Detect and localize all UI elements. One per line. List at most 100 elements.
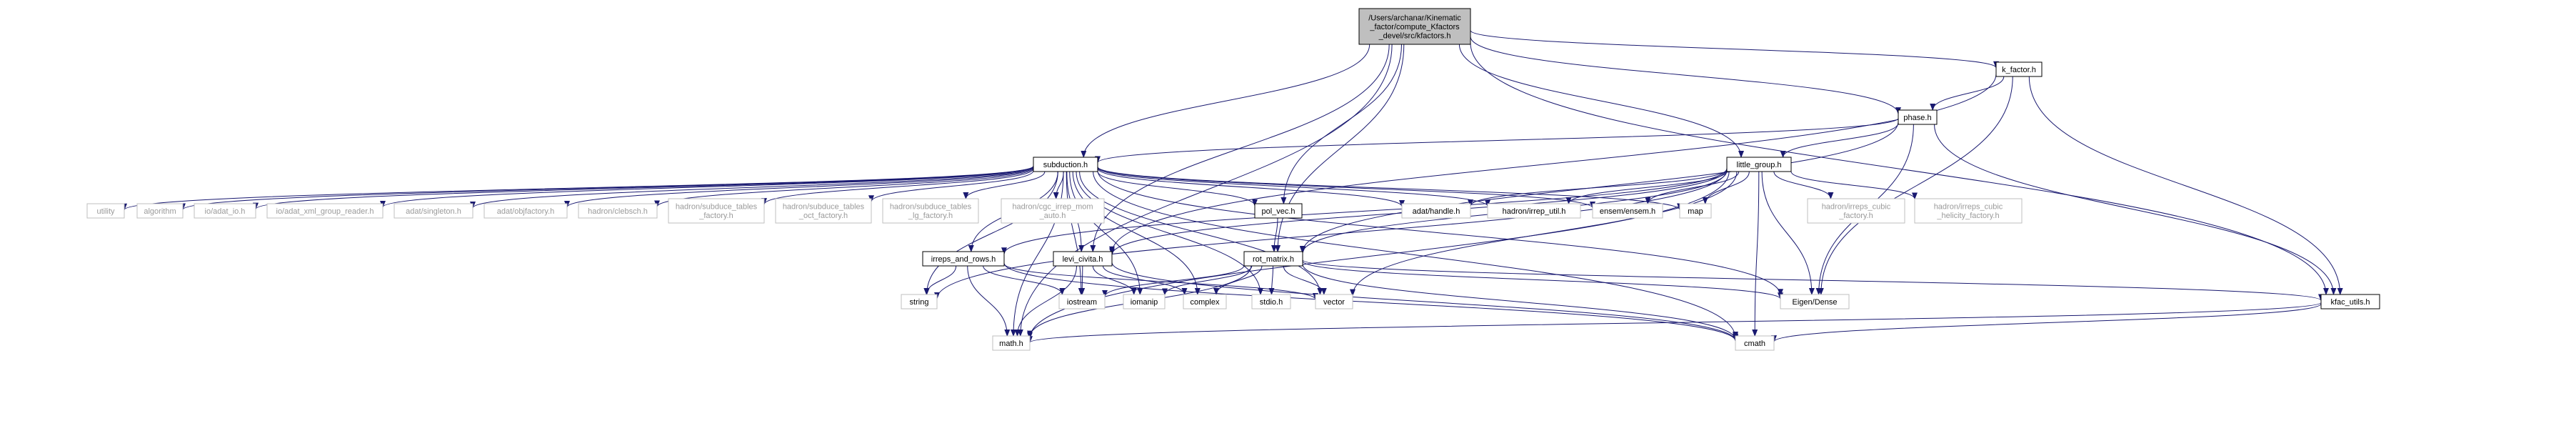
- edge-k_factor-to-eigen: [1818, 76, 2013, 295]
- edge-phase-to-rot_matrix: [1300, 121, 1899, 253]
- edge-levi_civita-to-iomanip: [1092, 265, 1137, 295]
- edge-phase-to-subduction: [1095, 118, 1899, 164]
- node-box-subd_lg: [882, 198, 979, 224]
- node-label-subd_tables_factory: hadron/subduce_tables: [676, 203, 758, 212]
- edge-k_factor-to-levi_civita: [1109, 74, 1997, 254]
- node-box-root: [1358, 8, 1471, 45]
- edge-rot_matrix-to-complex: [1213, 265, 1263, 295]
- node-label-iostream: iostream: [1067, 298, 1097, 307]
- node-adat_handle: adat/handle.h: [1401, 203, 1471, 219]
- node-cmath: cmath: [1735, 335, 1775, 351]
- edge-subduction-to-pol_vec: [1097, 171, 1258, 207]
- node-k_factor[interactable]: k_factor.h: [1995, 61, 2043, 77]
- node-subduction[interactable]: subduction.h: [1033, 157, 1098, 172]
- node-label-clebsch: hadron/clebsch.h: [588, 207, 648, 216]
- edge-irreps_and_rows-to-cmath: [1003, 263, 1738, 342]
- node-label-objfactory: adat/objfactory.h: [497, 207, 555, 216]
- node-box-irreps_helicity: [1914, 198, 2023, 224]
- node-box-adat_io: [194, 203, 256, 219]
- node-rot_matrix[interactable]: rot_matrix.h: [1243, 251, 1303, 267]
- node-subd_lg: hadron/subduce_tables_lg_factory.h: [882, 198, 979, 224]
- node-label-adat_handle: adat/handle.h: [1413, 207, 1460, 216]
- edge-rot_matrix-to-iostream: [1102, 265, 1245, 297]
- edge-little_group-to-adat_handle: [1468, 169, 1728, 207]
- edge-subduction-to-subd_tables_factory: [761, 168, 1034, 206]
- edge-little_group-to-ensem: [1645, 171, 1740, 204]
- edge-phase-to-little_group: [1780, 122, 1899, 158]
- node-box-levi_civita: [1053, 251, 1113, 267]
- edge-levi_civita-to-cmath: [1111, 262, 1738, 342]
- node-box-adat_handle: [1401, 203, 1471, 219]
- edge-little_group-to-eigen: [1761, 171, 1815, 295]
- node-label-math: math.h: [999, 340, 1023, 348]
- node-label-algorithm: algorithm: [144, 207, 176, 216]
- node-label-k_factor: k_factor.h: [2002, 66, 2036, 74]
- edge-rot_matrix-to-eigen: [1302, 260, 1783, 300]
- node-label-irreps_cubic: _factory.h: [1838, 212, 1873, 220]
- edge-subduction-to-adat_xml: [380, 166, 1034, 208]
- node-label-root: _factor/compute_Kfactors: [1369, 23, 1460, 31]
- node-singleton: adat/singleton.h: [394, 203, 473, 219]
- edge-kfac_utils-to-cmath: [1771, 303, 2322, 343]
- node-box-algorithm: [136, 203, 184, 219]
- edge-little_group-to-cmath: [1752, 171, 1760, 337]
- edge-root-to-k_factor: [1470, 30, 1999, 69]
- edges-layer: [121, 30, 2343, 344]
- node-box-string: [901, 294, 938, 309]
- node-irreps_and_rows[interactable]: irreps_and_rows.h: [922, 251, 1005, 267]
- node-box-phase: [1898, 109, 1938, 125]
- node-phase[interactable]: phase.h: [1898, 109, 1938, 125]
- node-box-irreps_and_rows: [922, 251, 1005, 267]
- node-label-irreps_cubic: hadron/irreps_cubic: [1822, 203, 1891, 212]
- node-box-ensem: [1592, 203, 1663, 219]
- edge-subduction-to-adat_io: [253, 166, 1034, 210]
- node-box-singleton: [394, 203, 473, 219]
- edge-little_group-to-irreps_cubic: [1773, 171, 1834, 199]
- node-subd_oct: hadron/subduce_tables_oct_factory.h: [775, 198, 872, 224]
- edge-subduction-to-cmath: [1093, 171, 1738, 339]
- node-pol_vec[interactable]: pol_vec.h: [1254, 203, 1303, 219]
- node-label-string: string: [910, 298, 929, 307]
- node-label-subd_lg: _lg_factory.h: [908, 212, 953, 220]
- edge-subduction-to-string: [923, 171, 1058, 295]
- edge-levi_civita-to-math: [1014, 265, 1077, 337]
- edge-rot_matrix-to-stdio: [1268, 265, 1275, 295]
- node-kfac_utils[interactable]: kfac_utils.h: [2320, 294, 2380, 309]
- node-levi_civita[interactable]: levi_civita.h: [1053, 251, 1113, 267]
- edge-subduction-to-iomanip: [1069, 171, 1143, 295]
- node-little_group[interactable]: little_group.h: [1726, 157, 1792, 172]
- edge-root-to-phase: [1470, 36, 1901, 115]
- edge-little_group-to-irreps_helicity: [1790, 171, 1918, 200]
- node-complex: complex: [1183, 294, 1227, 309]
- node-root[interactable]: /Users/archanar/Kinematic_factor/compute…: [1358, 8, 1471, 45]
- node-label-levi_civita: levi_civita.h: [1063, 255, 1103, 264]
- node-box-adat_xml: [266, 203, 384, 219]
- node-ensem: ensem/ensem.h: [1592, 203, 1663, 219]
- edge-subduction-to-stdio: [1076, 171, 1263, 295]
- node-label-irreps_and_rows: irreps_and_rows.h: [931, 255, 996, 264]
- node-eigen: Eigen/Dense: [1780, 294, 1850, 309]
- node-box-cgc_irrep: [1001, 198, 1105, 224]
- node-label-ensem: ensem/ensem.h: [1600, 207, 1655, 216]
- edge-irreps_and_rows-to-iostream: [983, 265, 1066, 295]
- edge-root-to-pol_vec: [1281, 44, 1402, 204]
- node-box-irrep_util: [1487, 203, 1581, 219]
- node-label-irrep_util: hadron/irrep_util.h: [1503, 207, 1566, 216]
- edge-k_factor-to-kfac_utils: [2028, 76, 2343, 295]
- node-math: math.h: [992, 335, 1031, 351]
- edge-root-to-kfac_utils: [1470, 42, 2329, 295]
- node-box-subduction: [1033, 157, 1098, 172]
- edge-root-to-rot_matrix: [1275, 44, 1405, 252]
- node-box-eigen: [1780, 294, 1850, 309]
- edge-little_group-to-math: [1027, 171, 1730, 340]
- node-label-little_group: little_group.h: [1737, 161, 1782, 169]
- node-label-adat_io: io/adat_io.h: [205, 207, 246, 216]
- node-irreps_cubic: hadron/irreps_cubic_factory.h: [1807, 198, 1905, 224]
- node-box-cmath: [1735, 335, 1775, 351]
- node-vector: vector: [1315, 294, 1353, 309]
- node-label-adat_xml: io/adat_xml_group_reader.h: [276, 207, 374, 216]
- edge-root-to-levi_civita: [1090, 44, 1390, 252]
- edge-subduction-to-objfactory: [564, 167, 1034, 208]
- edge-root-to-little_group: [1458, 44, 1744, 158]
